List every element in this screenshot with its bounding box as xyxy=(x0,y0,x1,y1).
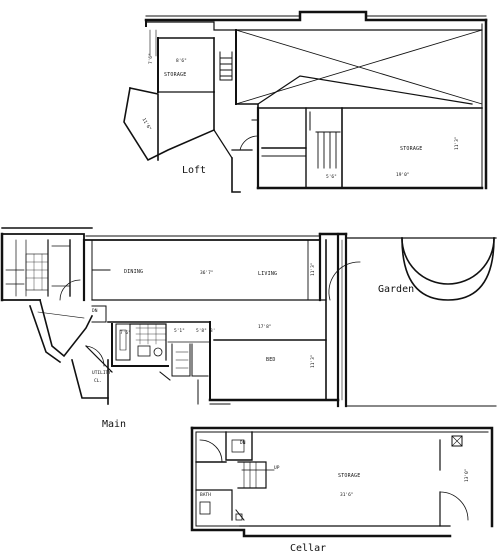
bed-depth-dim: 11'3" xyxy=(311,354,316,368)
main-plan xyxy=(0,227,497,408)
utility-closet-label: CL. xyxy=(94,379,103,384)
loft-small-depth-dim: 7'6" xyxy=(149,53,154,64)
loft-section-title: Loft xyxy=(182,165,207,176)
cellar-length-dim: 31'6" xyxy=(340,493,354,498)
dn-label: DN xyxy=(92,309,98,314)
kitchen-dim-b: 5'1" xyxy=(174,329,185,334)
bed-label: BED xyxy=(266,357,276,363)
hall-dim-b: 3' xyxy=(210,329,216,334)
bed-width-dim: 17'8" xyxy=(258,325,272,330)
loft-storage-width-dim: 19'0" xyxy=(396,173,410,178)
main-section-title: Main xyxy=(102,419,127,430)
cellar-bath-label: BATH xyxy=(200,493,211,498)
cellar-plan xyxy=(190,426,494,538)
living-label: LIVING xyxy=(258,271,278,277)
cellar-up-label: UP xyxy=(274,466,280,471)
garden-label: Garden xyxy=(378,284,415,295)
living-length-dim: 36'7" xyxy=(200,271,214,276)
dining-label: DINING xyxy=(124,269,144,275)
utility-label: UTILITY xyxy=(92,371,111,376)
loft-small-width-dim: 8'6" xyxy=(176,59,187,64)
hall-dim-a: 5'8" xyxy=(196,329,207,334)
loft-plan xyxy=(123,10,488,193)
loft-storage-left-label: STORAGE xyxy=(164,72,187,78)
kitchen-dim-a: 7'6" xyxy=(120,331,131,336)
loft-storage-right-label: STORAGE xyxy=(400,146,423,152)
cellar-storage-label: STORAGE xyxy=(338,473,361,479)
loft-stair-dim: 5'6" xyxy=(326,175,337,180)
cellar-depth-dim: 13'0" xyxy=(465,468,470,482)
loft-storage-depth-dim: 11'3" xyxy=(455,136,460,150)
living-depth-dim: 11'3" xyxy=(311,262,316,276)
cellar-dn-label: DN xyxy=(240,441,246,446)
cellar-section-title: Cellar xyxy=(290,543,327,554)
